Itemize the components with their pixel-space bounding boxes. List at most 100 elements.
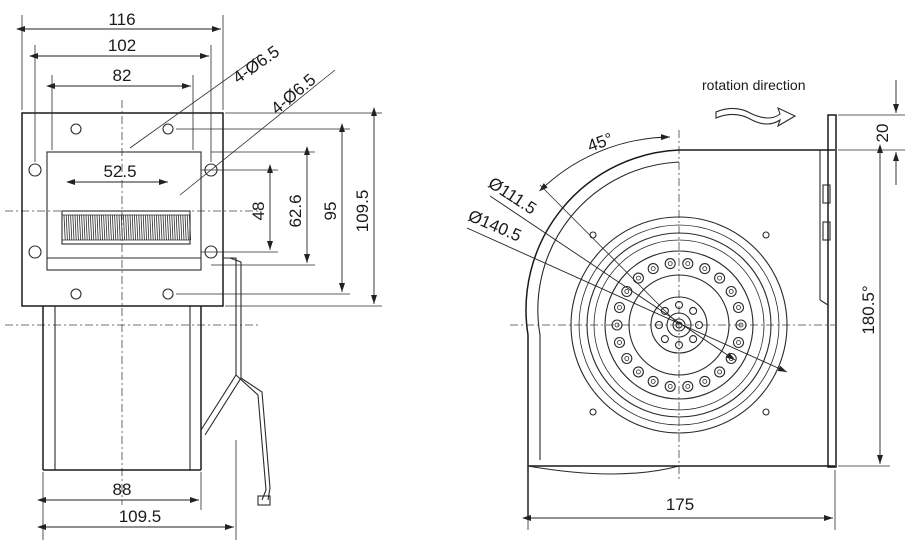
mount-hole-outer-tl xyxy=(28,163,42,177)
grille-blade xyxy=(81,214,84,241)
impeller-vent-hole xyxy=(613,336,626,349)
grille-blade xyxy=(131,214,134,241)
impeller-vent-hole-inner xyxy=(624,289,630,294)
grille-blade xyxy=(138,214,141,241)
hub-hole xyxy=(694,320,704,330)
grille-blade xyxy=(109,214,112,241)
grille-blade xyxy=(164,214,167,241)
impeller-vent-hole-inner xyxy=(667,261,673,267)
grille-blade xyxy=(120,214,123,241)
impeller-vent-hole-inner xyxy=(736,340,741,345)
grille-blade xyxy=(107,214,110,241)
grille-blade xyxy=(114,214,117,241)
grille-blade xyxy=(83,214,86,241)
rotation-direction-arrow-icon xyxy=(715,106,797,128)
grille-blade xyxy=(92,214,95,241)
hub-holes xyxy=(654,300,704,350)
impeller-vent-hole xyxy=(699,263,711,275)
impeller-vent-hole xyxy=(735,319,747,331)
impeller-vent-hole-inner xyxy=(617,305,622,310)
mount-hole-inner-br xyxy=(162,288,174,300)
grille-blade xyxy=(79,214,81,241)
impeller-vent-hole xyxy=(732,336,745,349)
hub-hole xyxy=(674,300,684,310)
grille-blade xyxy=(125,214,128,241)
impeller-vent-hole-inner xyxy=(736,305,741,310)
mounting-flange-plate xyxy=(21,112,224,307)
impeller-vent-hole-inner xyxy=(636,275,641,281)
grille-blade xyxy=(151,214,154,241)
shaft-inner xyxy=(672,318,686,332)
dim-inner-hole-height: 62.6 xyxy=(286,194,305,227)
dim-hole-span-outer: 102 xyxy=(108,36,136,55)
impeller-vent-hole xyxy=(632,366,644,378)
dim-outlet-width: 52.5 xyxy=(103,162,136,181)
housing-screw-tl xyxy=(589,231,597,239)
impeller-vent-hole-inner xyxy=(738,322,744,328)
dim-housing-width: 175 xyxy=(666,495,694,514)
hole-spec-label-b: 4-Ø6.5 xyxy=(267,70,319,118)
impeller-vent-hole-inner xyxy=(717,275,722,281)
grille-blade xyxy=(68,214,70,241)
grille-blade xyxy=(136,214,139,241)
housing-screw-bl xyxy=(589,408,597,416)
grille-blade xyxy=(103,214,106,241)
impeller-vent-hole-inner xyxy=(728,289,734,294)
rotation-direction-label: rotation direction xyxy=(702,77,806,93)
impeller-vent-hole xyxy=(613,301,626,314)
impeller-vent-hole-inner xyxy=(702,266,708,272)
grille-blade xyxy=(140,214,143,241)
grille-blade xyxy=(153,214,156,241)
hub-hole xyxy=(660,335,669,344)
grille-blade xyxy=(134,214,136,241)
shaft-outer xyxy=(666,312,692,338)
grille-blade xyxy=(63,214,66,241)
mount-hole-outer-bl xyxy=(28,245,42,259)
impeller-ring xyxy=(604,250,754,400)
impeller-vent-hole-inner xyxy=(667,383,673,389)
mount-hole-inner-tl xyxy=(70,123,82,135)
mount-hole-inner-tr xyxy=(162,123,174,135)
grille-blade xyxy=(76,214,79,241)
impeller-vent-hole-inner xyxy=(702,378,708,384)
angle-arc xyxy=(539,134,671,192)
grille-blade xyxy=(70,214,73,241)
grille-blade xyxy=(112,214,114,241)
dim-diameter-inner: Ø111.5 xyxy=(485,173,540,218)
grille-blade xyxy=(101,214,103,241)
side-view: 116 102 82 52.5 4-Ø6.5 4-Ø6.5 48 62.6 95 xyxy=(5,10,382,540)
grille-blade xyxy=(105,214,108,241)
grille-blade xyxy=(171,214,174,241)
dim-flange-height: 109.5 xyxy=(353,190,372,233)
impeller-vent-hole xyxy=(632,272,644,284)
impeller-vent-hole xyxy=(682,258,694,270)
hub-ring xyxy=(650,296,708,354)
grille-blade xyxy=(129,214,132,241)
housing-screw-br xyxy=(762,408,770,416)
motor-body xyxy=(42,306,202,471)
grille-blade xyxy=(116,214,119,241)
mount-hole-inner-bl xyxy=(70,288,82,300)
impeller-vent-hole xyxy=(732,301,745,314)
impeller-vent-hole xyxy=(664,258,676,270)
impeller-vent-hole xyxy=(699,375,711,387)
impeller-inner-ring xyxy=(628,274,730,376)
grille-blade xyxy=(167,214,169,241)
grille-blade xyxy=(175,214,178,241)
grille-blade xyxy=(85,214,88,241)
impeller-vent-hole xyxy=(621,352,633,365)
impeller-vent-hole xyxy=(611,319,623,331)
dim-body-overall: 109.5 xyxy=(119,507,162,526)
housing-ring-3 xyxy=(586,232,772,418)
grille-blade xyxy=(182,214,185,241)
grille-blade xyxy=(169,214,172,241)
impeller-vent-hole xyxy=(682,380,694,392)
housing-ring-2 xyxy=(578,224,780,426)
dim-housing-height: 180.5° xyxy=(859,285,878,334)
dim-diameter-outer: Ø140.5 xyxy=(465,206,524,245)
grille-blade xyxy=(72,214,75,241)
grille-blade xyxy=(180,214,183,241)
impeller-vent-hole-inner xyxy=(685,261,691,267)
grille-blade xyxy=(149,214,152,241)
